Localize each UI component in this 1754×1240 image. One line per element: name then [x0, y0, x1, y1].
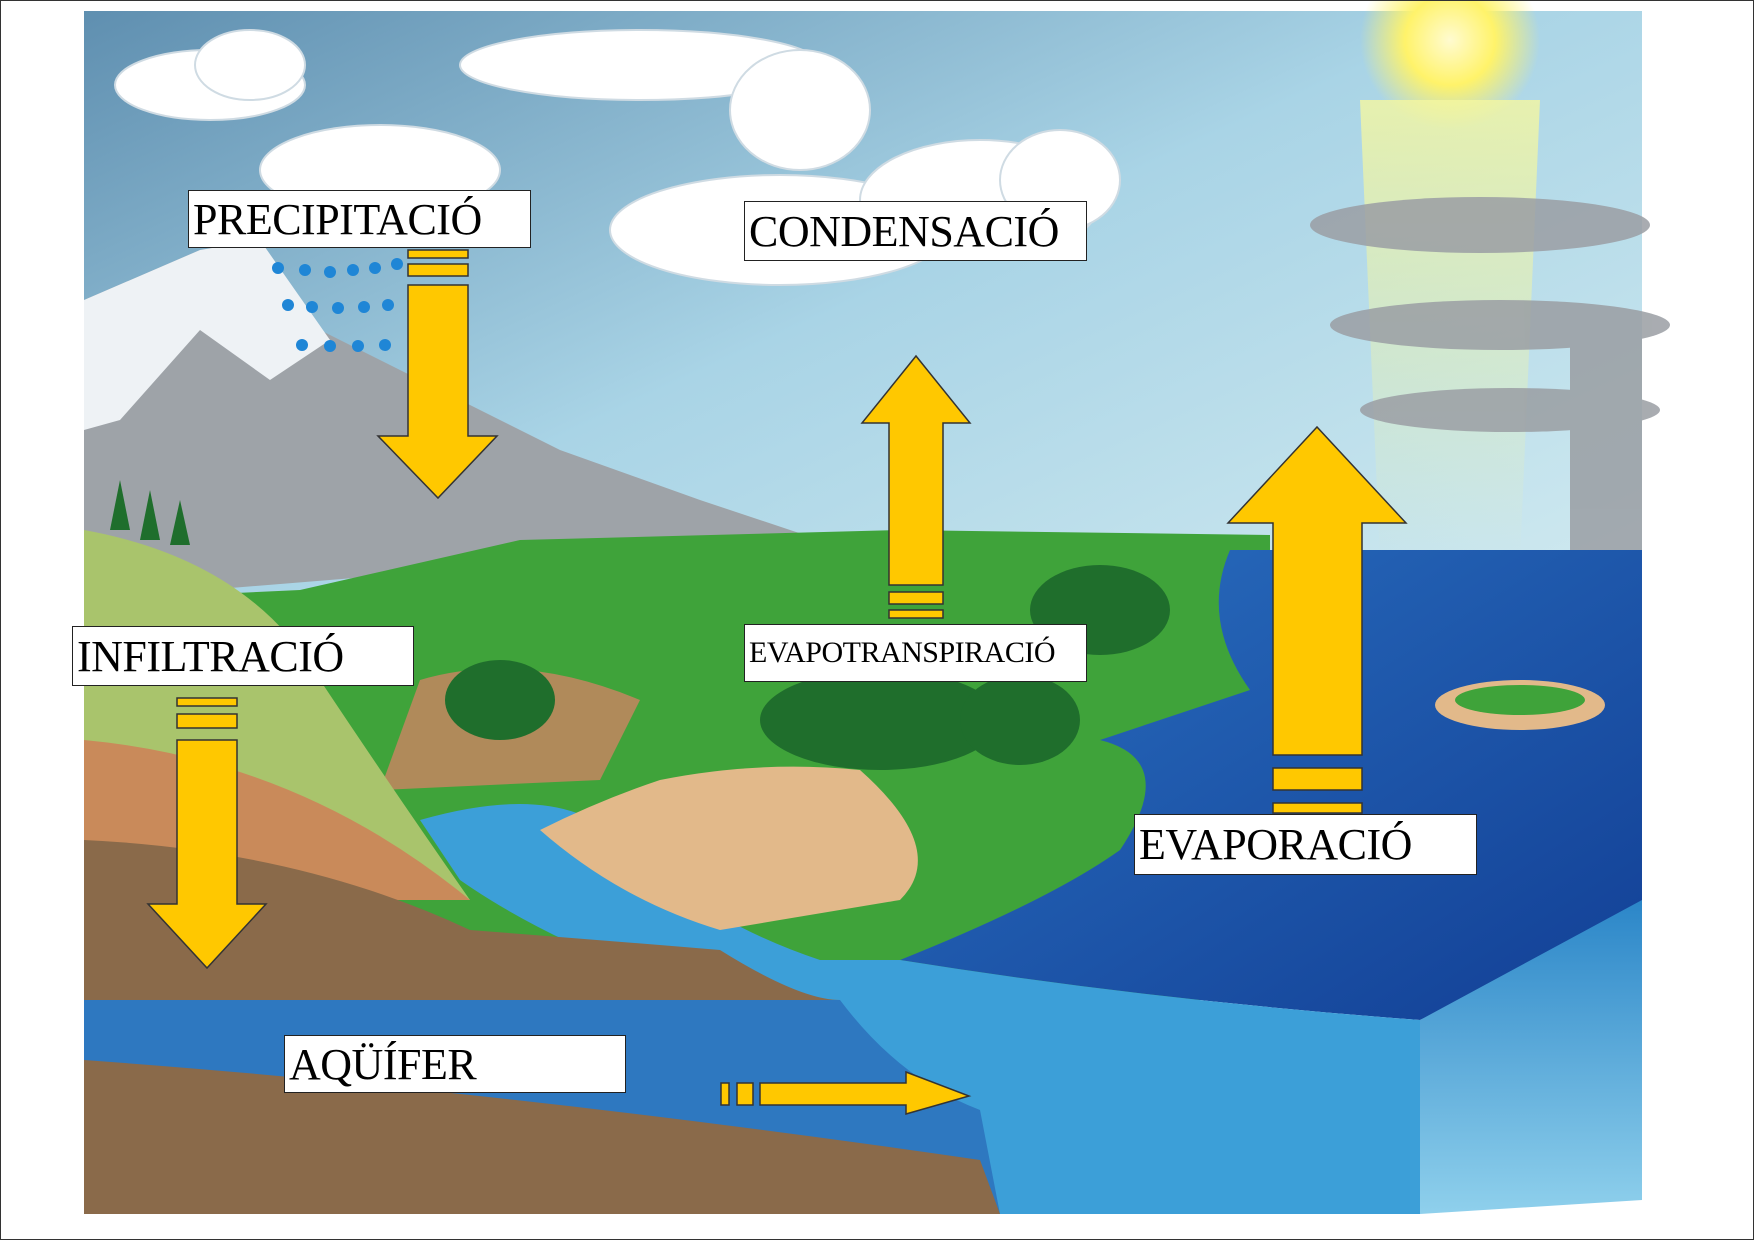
arrows [146, 249, 1408, 1115]
groundwater-flow-arrow [720, 1070, 972, 1115]
trees [110, 480, 1170, 770]
rain-drops-icon [272, 258, 403, 352]
label-infiltration: INFILTRACIÓ [72, 626, 414, 686]
evaporation-arrow [1226, 425, 1408, 814]
label-aquifer: AQÜÍFER [284, 1035, 626, 1093]
sun-icon [1360, 0, 1540, 130]
label-evapotranspiration: EVAPOTRANSPIRACIÓ [744, 624, 1087, 682]
ocean [900, 550, 1642, 1020]
storm-clouds [1310, 197, 1670, 550]
precipitation-arrow [376, 249, 499, 500]
sand-bank [540, 766, 918, 930]
label-evaporation: EVAPORACIÓ [1134, 814, 1477, 875]
label-condensation: CONDENSACIÓ [744, 201, 1087, 261]
soil-layer-dark [84, 840, 840, 1000]
ocean-side [1420, 900, 1642, 1214]
evapotranspiration-arrow [860, 354, 972, 619]
label-precipitation: PRECIPITACIÓ [188, 190, 531, 248]
bedrock [84, 1060, 1000, 1214]
infiltration-arrow [146, 697, 268, 970]
snow-cap [84, 240, 330, 430]
